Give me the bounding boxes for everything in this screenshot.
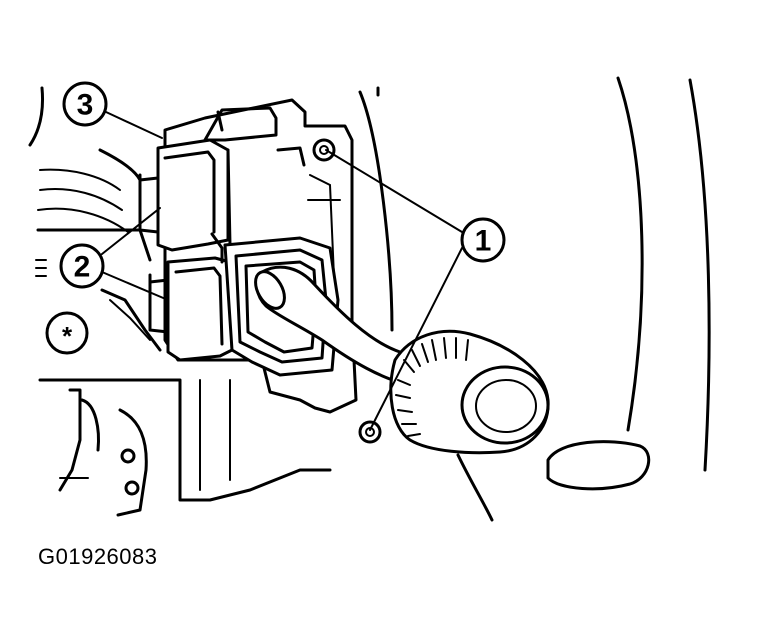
callout-3-label: 3 bbox=[77, 89, 94, 122]
callout-2-label: 2 bbox=[74, 251, 91, 284]
upper-connector bbox=[138, 138, 230, 252]
column-bracket bbox=[38, 378, 332, 517]
lower-connector bbox=[148, 232, 234, 362]
upper-screw bbox=[312, 138, 336, 162]
lower-screw bbox=[358, 420, 382, 444]
lever-knob bbox=[389, 329, 550, 522]
callout-3: 3 bbox=[62, 81, 108, 127]
mounting-screws bbox=[312, 138, 382, 444]
leader-lines bbox=[101, 111, 463, 431]
star-marker bbox=[45, 311, 89, 355]
lever-arm bbox=[254, 265, 416, 388]
callout-2: 2 bbox=[59, 243, 105, 289]
star-marker-label: * bbox=[62, 321, 73, 351]
left-background-parts bbox=[28, 86, 162, 355]
callout-1-label: 1 bbox=[475, 225, 492, 258]
bracket-hole-upper bbox=[120, 448, 136, 464]
callout-1: 1 bbox=[460, 217, 506, 263]
steering-column-housing bbox=[358, 76, 711, 491]
bracket-hole-lower bbox=[124, 480, 140, 496]
figure-code: G01926083 bbox=[38, 544, 158, 569]
